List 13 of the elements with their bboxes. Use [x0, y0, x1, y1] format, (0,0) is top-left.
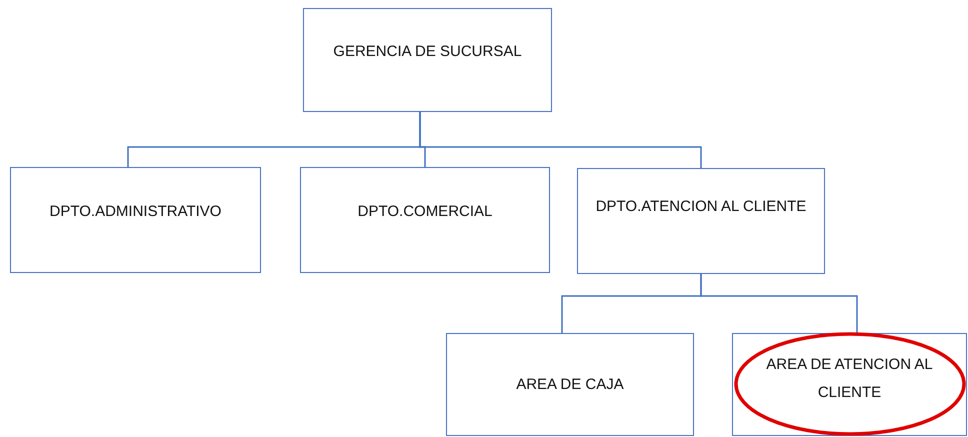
box-label: AREA DE CAJA: [516, 374, 624, 394]
box-label: DPTO.ATENCION AL CLIENTE: [596, 197, 806, 217]
connector-line: [700, 274, 858, 333]
org-box: [300, 167, 550, 273]
box-label: DPTO.COMERCIAL: [358, 202, 492, 222]
org-box: [446, 333, 694, 436]
connector-line: [419, 112, 702, 168]
box-label: GERENCIA DE SUCURSAL: [333, 42, 522, 62]
box-label: AREA DE ATENCION AL CLIENTE: [765, 354, 934, 402]
box-label: DPTO.ADMINISTRATIVO: [50, 202, 222, 222]
org-box: [303, 8, 552, 112]
org-box: [577, 168, 825, 274]
org-box: [10, 167, 261, 273]
